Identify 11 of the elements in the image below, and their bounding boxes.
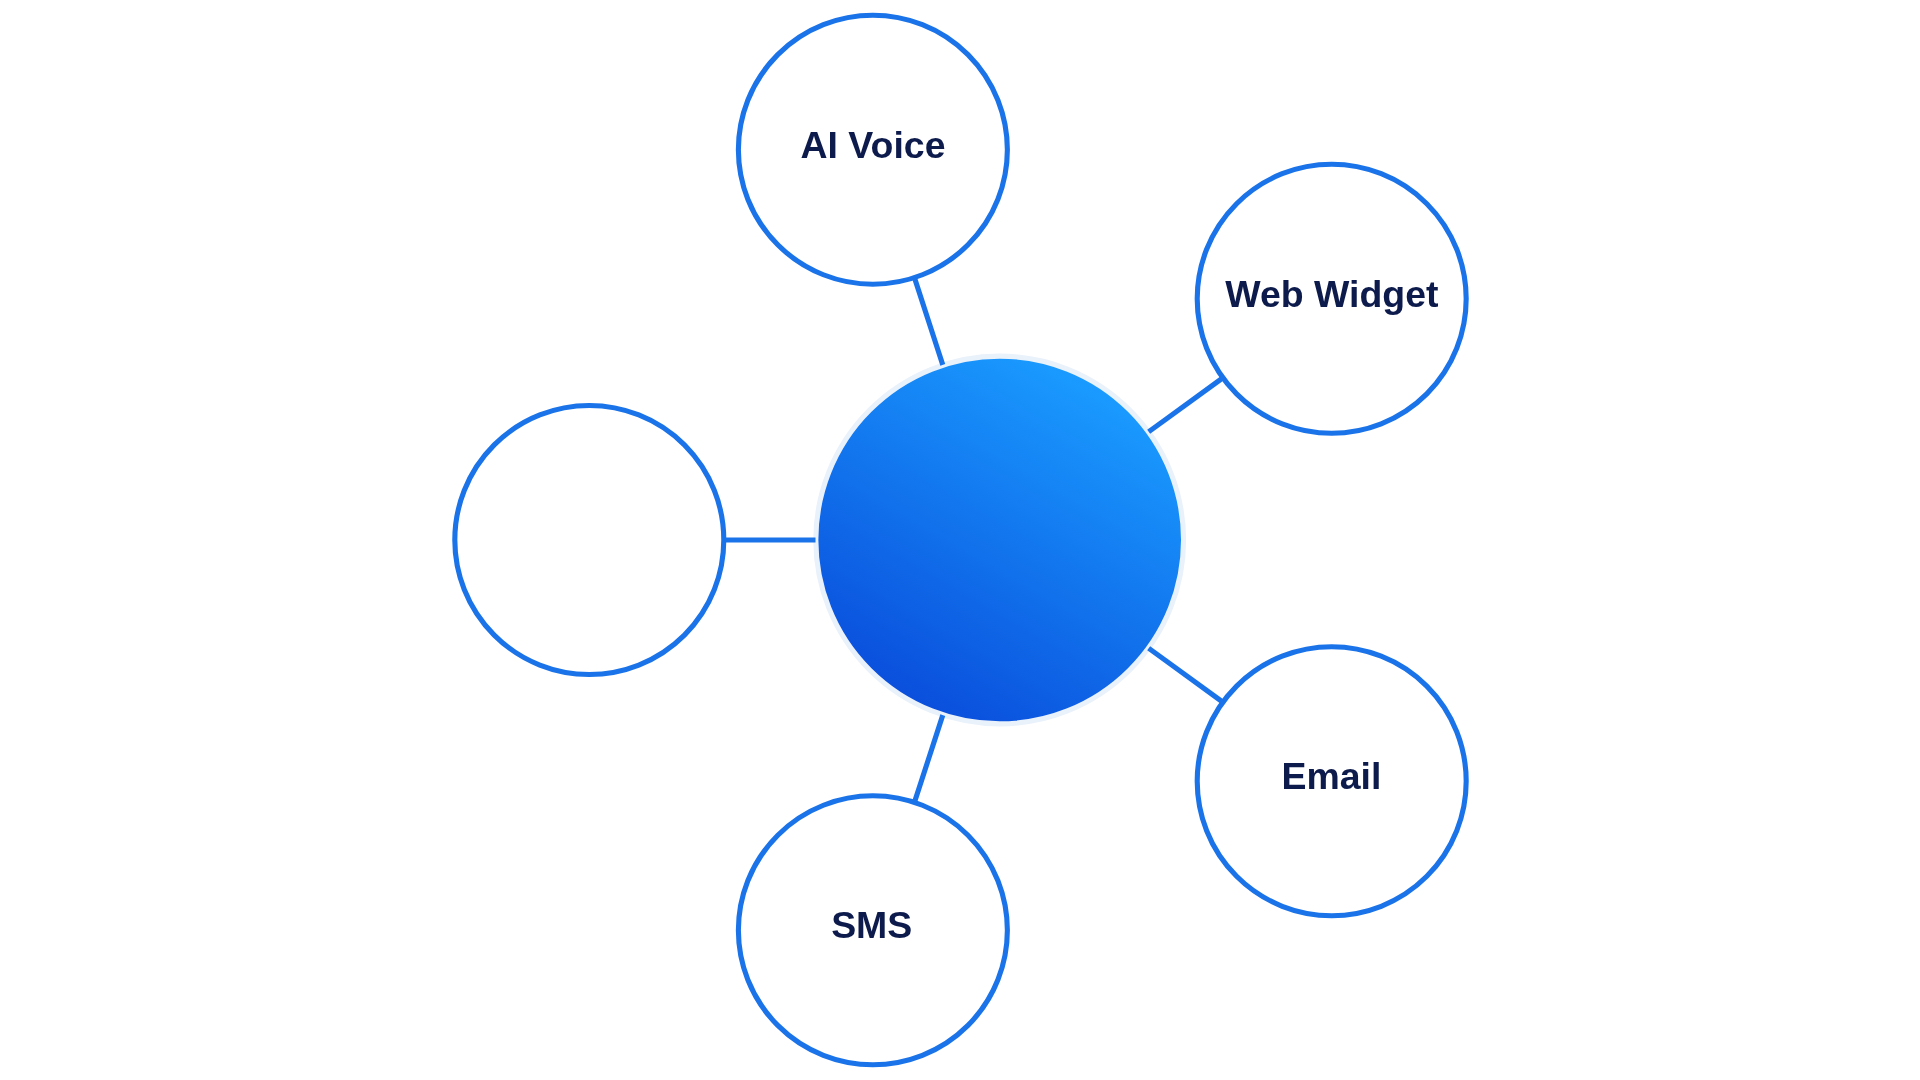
node-circle: Email xyxy=(1194,644,1469,919)
node-circle: AI Voice xyxy=(735,12,1010,287)
connector xyxy=(1146,646,1224,704)
connector xyxy=(1146,376,1224,434)
node-circle xyxy=(812,353,1186,727)
node-circle: SMS xyxy=(735,793,1010,1068)
connector xyxy=(723,537,815,543)
connector xyxy=(911,277,945,366)
node-circle: Web Widget xyxy=(1194,161,1469,436)
node-circle xyxy=(451,402,726,678)
connector xyxy=(911,714,945,803)
